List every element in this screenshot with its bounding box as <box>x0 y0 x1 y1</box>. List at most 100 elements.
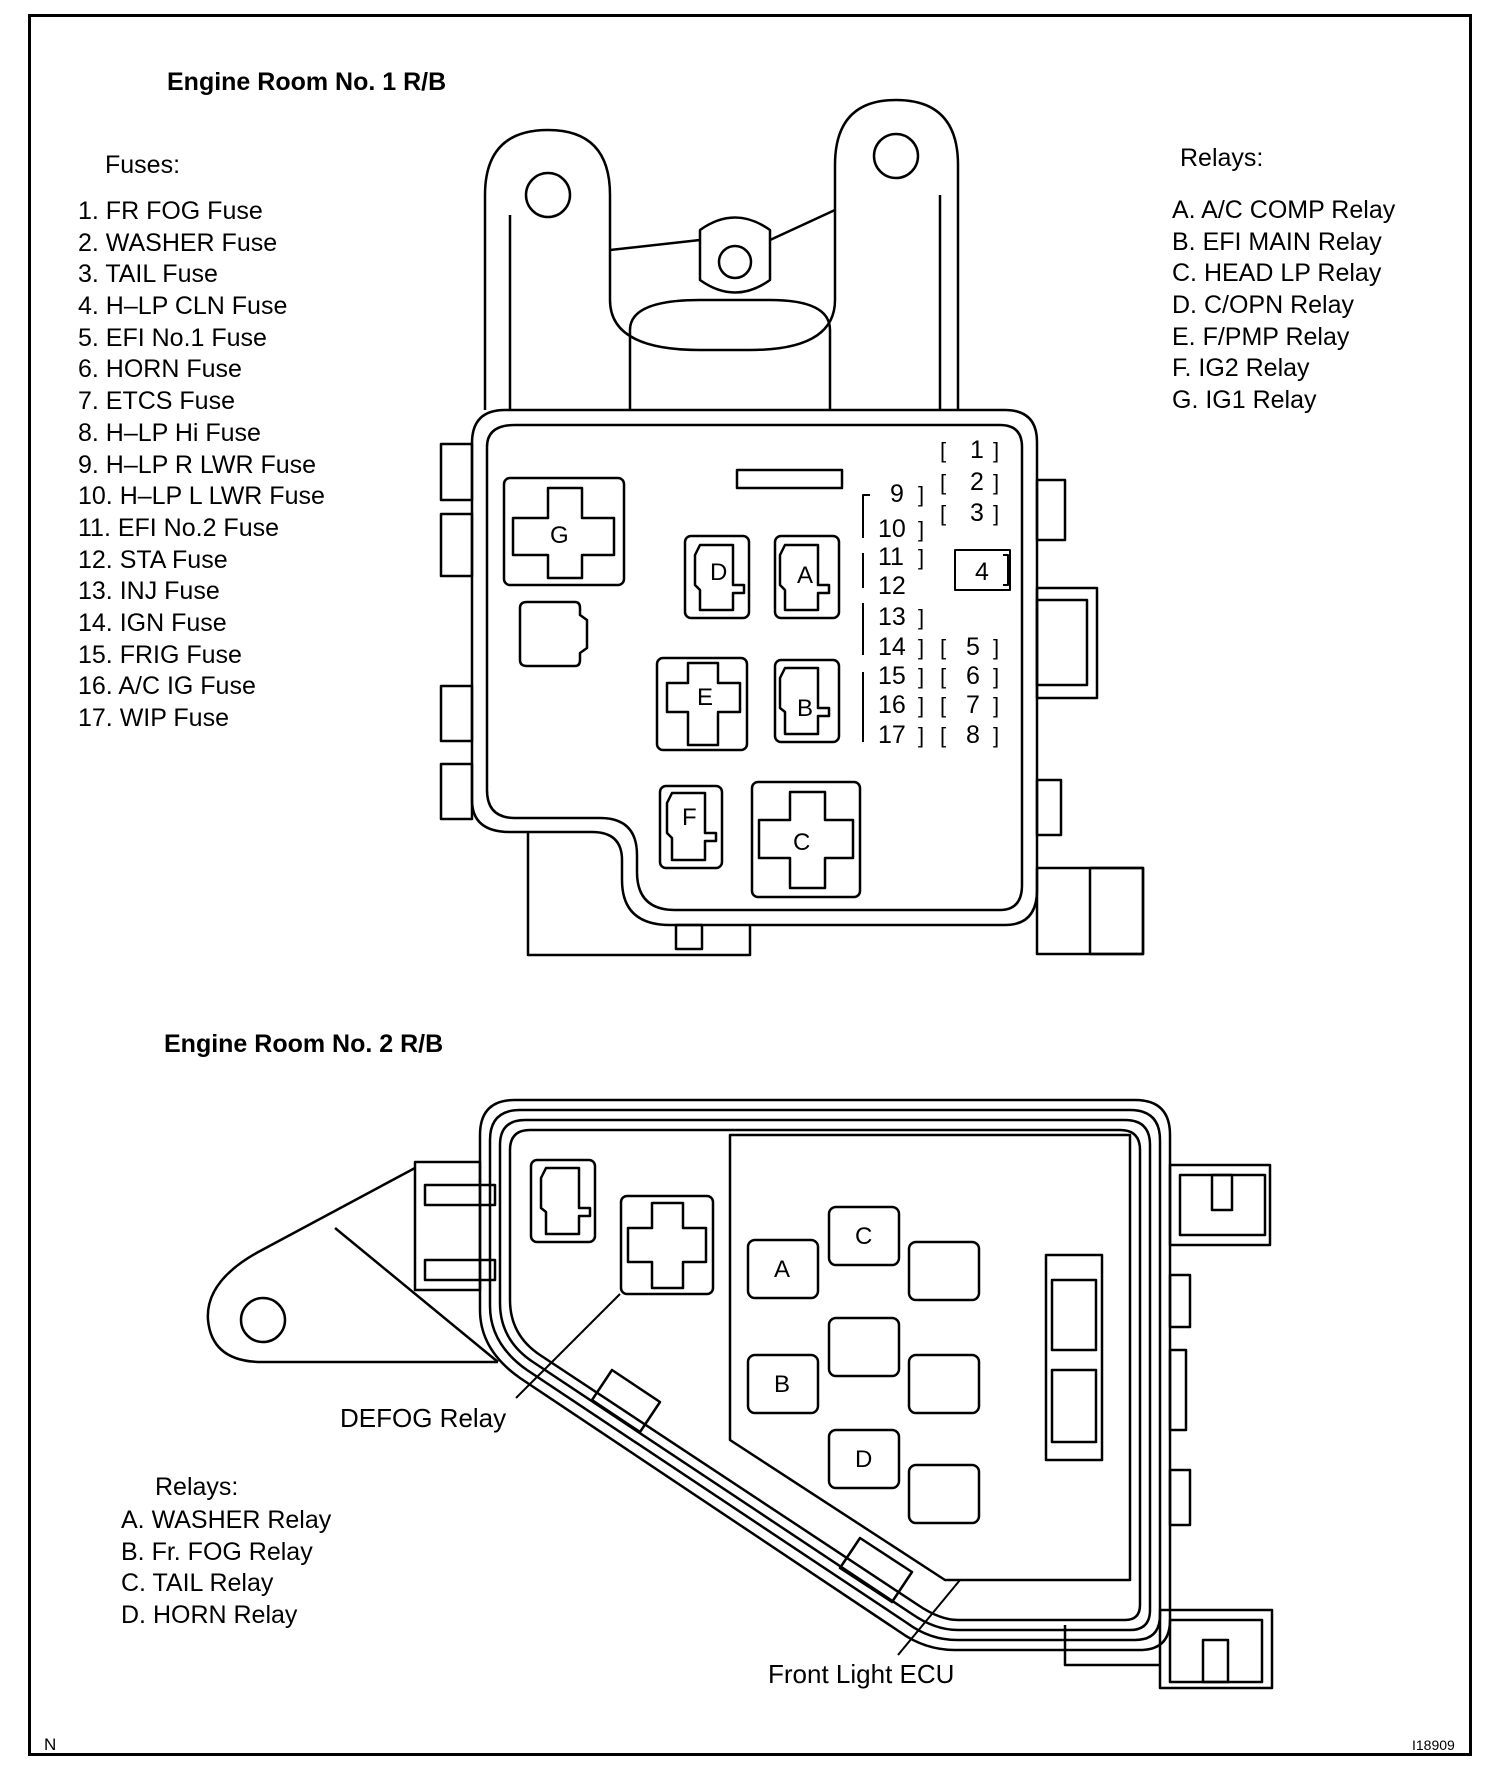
box2-empty-socket-4 <box>907 1463 981 1525</box>
fuse-2-label: 2 <box>970 468 984 496</box>
box1-relay-list-item-6: F. IG2 Relay <box>1172 354 1310 383</box>
defog-leader-line <box>515 1293 621 1399</box>
box1-relays-heading: Relays: <box>1180 144 1264 172</box>
box2-empty-socket-2 <box>827 1316 901 1378</box>
fuse-1-label: 1 <box>970 436 984 464</box>
fuse-list-item-2: 2. WASHER Fuse <box>78 228 278 257</box>
fuse-17-label: 17 <box>878 721 906 749</box>
fuse-12-label: 12 <box>878 572 906 600</box>
fuse-11-label: 11 <box>878 543 904 571</box>
box2-title: Engine Room No. 2 R/B <box>164 1030 444 1058</box>
fuse-list-item-6: 6. HORN Fuse <box>78 355 242 384</box>
box1-relay-list-item-5: E. F/PMP Relay <box>1172 322 1350 351</box>
box1-relay-list-item-2: B. EFI MAIN Relay <box>1172 227 1382 256</box>
box2-relay-d <box>827 1428 901 1490</box>
relay-b-letter: B <box>797 695 813 722</box>
fuse-list-item-13: 13. INJ Fuse <box>78 577 220 606</box>
fuse-13-label: 13 <box>878 603 906 631</box>
box2-mounting-arm <box>206 1160 499 1364</box>
fuse-9-label: 9 <box>890 480 904 508</box>
relay-c <box>750 780 862 899</box>
svg-text:]: ] <box>993 438 999 463</box>
defog-relay-label: DEFOG Relay <box>340 1403 507 1433</box>
svg-text:]: ] <box>918 605 924 630</box>
fuse-list-item-11: 11. EFI No.2 Fuse <box>78 513 280 542</box>
relay-a-letter: A <box>797 562 813 589</box>
box1-housing <box>439 408 1145 957</box>
fuse-8-label: 8 <box>966 721 980 749</box>
svg-text:]: ] <box>993 693 999 718</box>
fuse-list-item-17: 17. WIP Fuse <box>78 704 229 732</box>
box2-relay-d-letter: D <box>855 1446 872 1473</box>
relay-b <box>773 658 841 744</box>
fuse-list-item-9: 9. H–LP R LWR Fuse <box>78 450 317 479</box>
fuse-list-item-1: 1. FR FOG Fuse <box>78 197 263 225</box>
box2-relay-list-item-4: D. HORN Relay <box>121 1601 298 1630</box>
fuse-list-item-3: 3. TAIL Fuse <box>78 260 218 289</box>
relay-g <box>502 476 626 587</box>
box2-relay-list-item-2: B. Fr. FOG Relay <box>121 1537 313 1566</box>
relay-d-letter: D <box>710 559 727 586</box>
figure-code: I18909 <box>1412 1737 1455 1753</box>
svg-text:]: ] <box>993 723 999 748</box>
relay-c-letter: C <box>793 829 810 856</box>
box1-relay-letters: G D A E B F C <box>550 522 813 856</box>
box1-mounting-bracket <box>483 98 960 410</box>
svg-text:]: ] <box>918 723 924 748</box>
svg-text:[: [ <box>940 723 946 748</box>
svg-text:]: ] <box>993 501 999 526</box>
box2-empty-socket-3 <box>907 1353 981 1415</box>
corner-left-mark: N <box>44 1735 57 1754</box>
front-light-ecu-label: Front Light ECU <box>768 1659 955 1689</box>
svg-text:[: [ <box>940 635 946 660</box>
fuse-list-item-16: 16. A/C IG Fuse <box>78 672 256 701</box>
fuse-14-label: 14 <box>878 633 906 661</box>
box2-relay-letters: A C B D <box>774 1223 872 1473</box>
svg-text:]: ] <box>993 664 999 689</box>
box2-relay-b <box>746 1353 820 1415</box>
relay-a <box>773 534 841 620</box>
box2-relay-b-letter: B <box>774 1371 790 1398</box>
fuse-list-item-7: 7. ETCS Fuse <box>78 387 235 416</box>
box1-relay-list-item-3: C. HEAD LP Relay <box>1172 259 1382 288</box>
fuse-list-item-8: 8. H–LP Hi Fuse <box>78 418 261 447</box>
svg-text:[: [ <box>940 501 946 526</box>
fuse-list-item-14: 14. IGN Fuse <box>78 608 227 637</box>
box2-empty-socket-1 <box>907 1240 981 1302</box>
fuse-4-label: 4 <box>975 558 989 586</box>
box2-relay-list-item-3: C. TAIL Relay <box>121 1569 274 1598</box>
box1-fuse-list: 1. FR FOG Fuse 2. WASHER Fuse 3. TAIL Fuse… <box>78 196 325 735</box>
box2-small-relay <box>529 1158 597 1244</box>
box1-relay-list-item-7: G. IG1 Relay <box>1172 386 1317 415</box>
svg-text:]: ] <box>918 664 924 689</box>
relay-e-letter: E <box>697 684 713 711</box>
fuse-brackets <box>862 494 1011 742</box>
relay-e <box>655 656 749 752</box>
svg-text:]: ] <box>918 693 924 718</box>
relay-f <box>658 784 724 870</box>
fuse-5-label: 5 <box>966 633 980 661</box>
svg-text:[: [ <box>940 693 946 718</box>
ecu-leader-line <box>897 1579 961 1656</box>
page-border <box>28 14 1472 1756</box>
box2-relay-c-letter: C <box>855 1223 872 1250</box>
svg-text:]: ] <box>918 482 924 507</box>
fuse-list-item-15: 15. FRIG Fuse <box>78 640 242 669</box>
svg-text:]: ] <box>918 517 924 542</box>
box1-title: Engine Room No. 1 R/B <box>167 68 447 96</box>
box1-relay-list-item-4: D. C/OPN Relay <box>1172 291 1354 320</box>
svg-text:]: ] <box>918 635 924 660</box>
fuse-list-item-12: 12. STA Fuse <box>78 545 228 574</box>
box1-fuse-numbers: 1 2 3 4 5 6 7 8 9 10 11 12 13 14 15 16 1… <box>878 436 989 749</box>
svg-text:]: ] <box>993 635 999 660</box>
defog-relay <box>619 1194 715 1296</box>
fuse-bracket-glyphs: [] [] [] [] [] [] [] ]]] ]]] ]] <box>918 438 999 748</box>
fuse-list-item-10: 10. H–LP L LWR Fuse <box>78 482 325 511</box>
svg-text:]: ] <box>993 470 999 495</box>
box2-relay-a-letter: A <box>774 1256 790 1283</box>
fuse-list-item-5: 5. EFI No.1 Fuse <box>78 323 267 352</box>
